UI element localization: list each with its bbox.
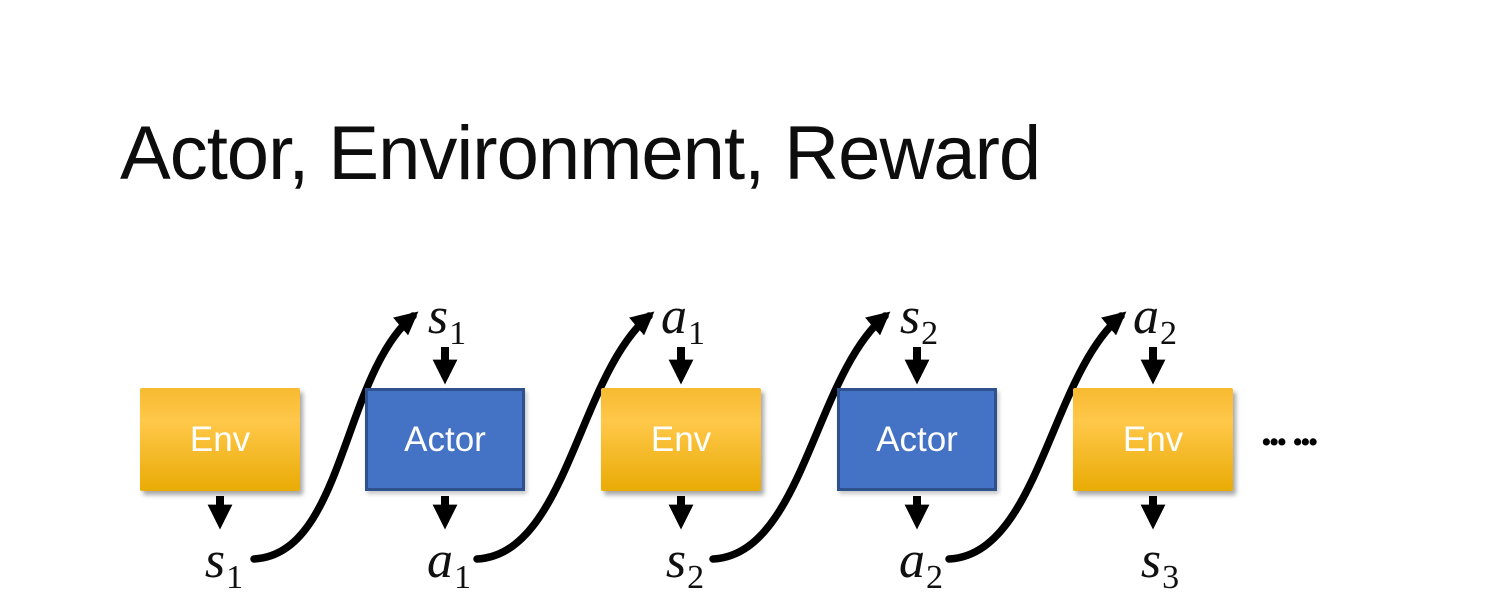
label-s2-in-sub: 2 [921, 315, 939, 352]
env-box-3: Env [1073, 388, 1233, 491]
label-s1-out: s1 [205, 535, 243, 595]
label-a2-out-base: a [899, 532, 925, 589]
actor-box-1-label: Actor [404, 420, 486, 459]
label-a1-out-base: a [427, 532, 453, 589]
label-a1-out-sub: 1 [454, 559, 471, 596]
label-s3-out: s3 [1141, 535, 1179, 595]
label-a2-in: a2 [1133, 291, 1177, 351]
env-box-1: Env [140, 388, 300, 491]
label-a2-out: a2 [899, 535, 943, 595]
label-a1-in-sub: 1 [688, 315, 705, 352]
label-s1-in: s1 [428, 291, 466, 351]
env-box-2: Env [601, 388, 761, 491]
actor-box-2-label: Actor [876, 420, 958, 459]
label-s1-in-base: s [427, 288, 449, 345]
label-a2-in-base: a [1133, 288, 1159, 345]
label-s1-out-base: s [204, 532, 226, 589]
actor-box-1: Actor [365, 388, 525, 491]
label-a1-out: a1 [427, 535, 471, 595]
label-a1-in: a1 [661, 291, 705, 351]
label-s1-in-sub: 1 [449, 315, 467, 352]
label-s2-out-sub: 2 [687, 559, 705, 596]
env-box-1-label: Env [189, 420, 251, 459]
label-a2-in-sub: 2 [1160, 315, 1177, 352]
label-s3-out-sub: 3 [1162, 559, 1180, 596]
label-a1-in-base: a [661, 288, 687, 345]
env-box-3-label: Env [1122, 420, 1184, 459]
label-a2-out-sub: 2 [926, 559, 943, 596]
continuation-ellipsis: ••• ••• [1262, 428, 1317, 456]
label-s2-in: s2 [900, 291, 938, 351]
slide-title: Actor, Environment, Reward [120, 111, 1041, 196]
label-s2-out-base: s [665, 532, 687, 589]
label-s2-out: s2 [666, 535, 704, 595]
label-s2-in-base: s [899, 288, 921, 345]
label-s1-out-sub: 1 [226, 559, 244, 596]
label-s3-out-base: s [1140, 532, 1162, 589]
actor-box-2: Actor [837, 388, 997, 491]
env-box-2-label: Env [650, 420, 712, 459]
